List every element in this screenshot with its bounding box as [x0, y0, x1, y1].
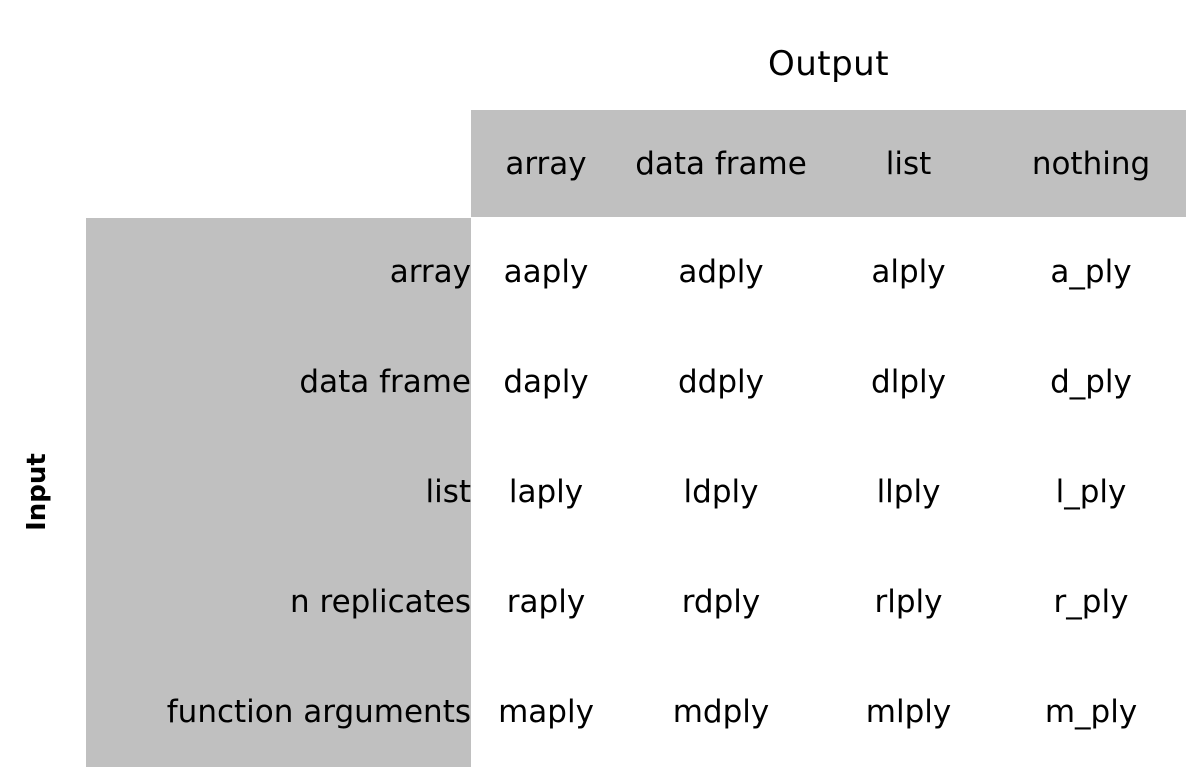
- row-header-list: list: [425, 474, 471, 510]
- table-row: array aaply adply alply a_ply: [86, 217, 1186, 327]
- row-header-function-arguments: function arguments: [166, 694, 471, 730]
- cell-data-frame-data-frame: ddply: [678, 364, 764, 400]
- output-axis-title: Output: [767, 44, 890, 84]
- column-header-array: array: [505, 145, 587, 182]
- cell-data-frame-list: dlply: [871, 364, 946, 400]
- plyr-function-matrix: array data frame list nothing array aapl…: [86, 110, 1186, 767]
- table-row: data frame daply ddply dlply d_ply: [86, 327, 1186, 437]
- cell-list-list: llply: [876, 474, 941, 510]
- row-header-background: [86, 218, 471, 767]
- matrix-corner-cell: [86, 110, 471, 217]
- cell-n-replicates-data-frame: rdply: [681, 584, 761, 620]
- cell-n-replicates-nothing: r_ply: [1053, 584, 1129, 620]
- cell-n-replicates-list: rlply: [874, 584, 943, 620]
- cell-data-frame-array: daply: [503, 364, 589, 400]
- column-header-nothing: nothing: [1031, 145, 1151, 182]
- cell-list-array: laply: [508, 474, 584, 510]
- table-row: function arguments maply mdply mlply m_p…: [86, 657, 1186, 767]
- cell-n-replicates-array: raply: [506, 584, 586, 620]
- cell-array-array: aaply: [503, 254, 589, 290]
- cell-list-data-frame: ldply: [683, 474, 759, 510]
- cell-array-list: alply: [871, 254, 946, 290]
- cell-array-data-frame: adply: [678, 254, 764, 290]
- table-row: n replicates raply rdply rlply r_ply: [86, 547, 1186, 657]
- column-header-data-frame: data frame: [635, 145, 807, 182]
- row-header-array: array: [389, 254, 471, 290]
- column-header-row: array data frame list nothing: [86, 110, 1186, 217]
- input-axis-title: Input: [22, 453, 52, 531]
- column-header-background: [471, 110, 1186, 217]
- cell-function-arguments-data-frame: mdply: [672, 694, 770, 730]
- row-header-data-frame: data frame: [299, 364, 471, 400]
- cell-list-nothing: l_ply: [1055, 474, 1127, 510]
- cell-function-arguments-list: mlply: [865, 694, 952, 730]
- cell-array-nothing: a_ply: [1050, 254, 1132, 290]
- cell-function-arguments-array: maply: [498, 694, 594, 730]
- row-header-n-replicates: n replicates: [290, 584, 471, 620]
- column-header-list: list: [885, 145, 932, 182]
- cell-function-arguments-nothing: m_ply: [1044, 694, 1138, 730]
- cell-data-frame-nothing: d_ply: [1050, 364, 1132, 400]
- table-row: list laply ldply llply l_ply: [86, 437, 1186, 547]
